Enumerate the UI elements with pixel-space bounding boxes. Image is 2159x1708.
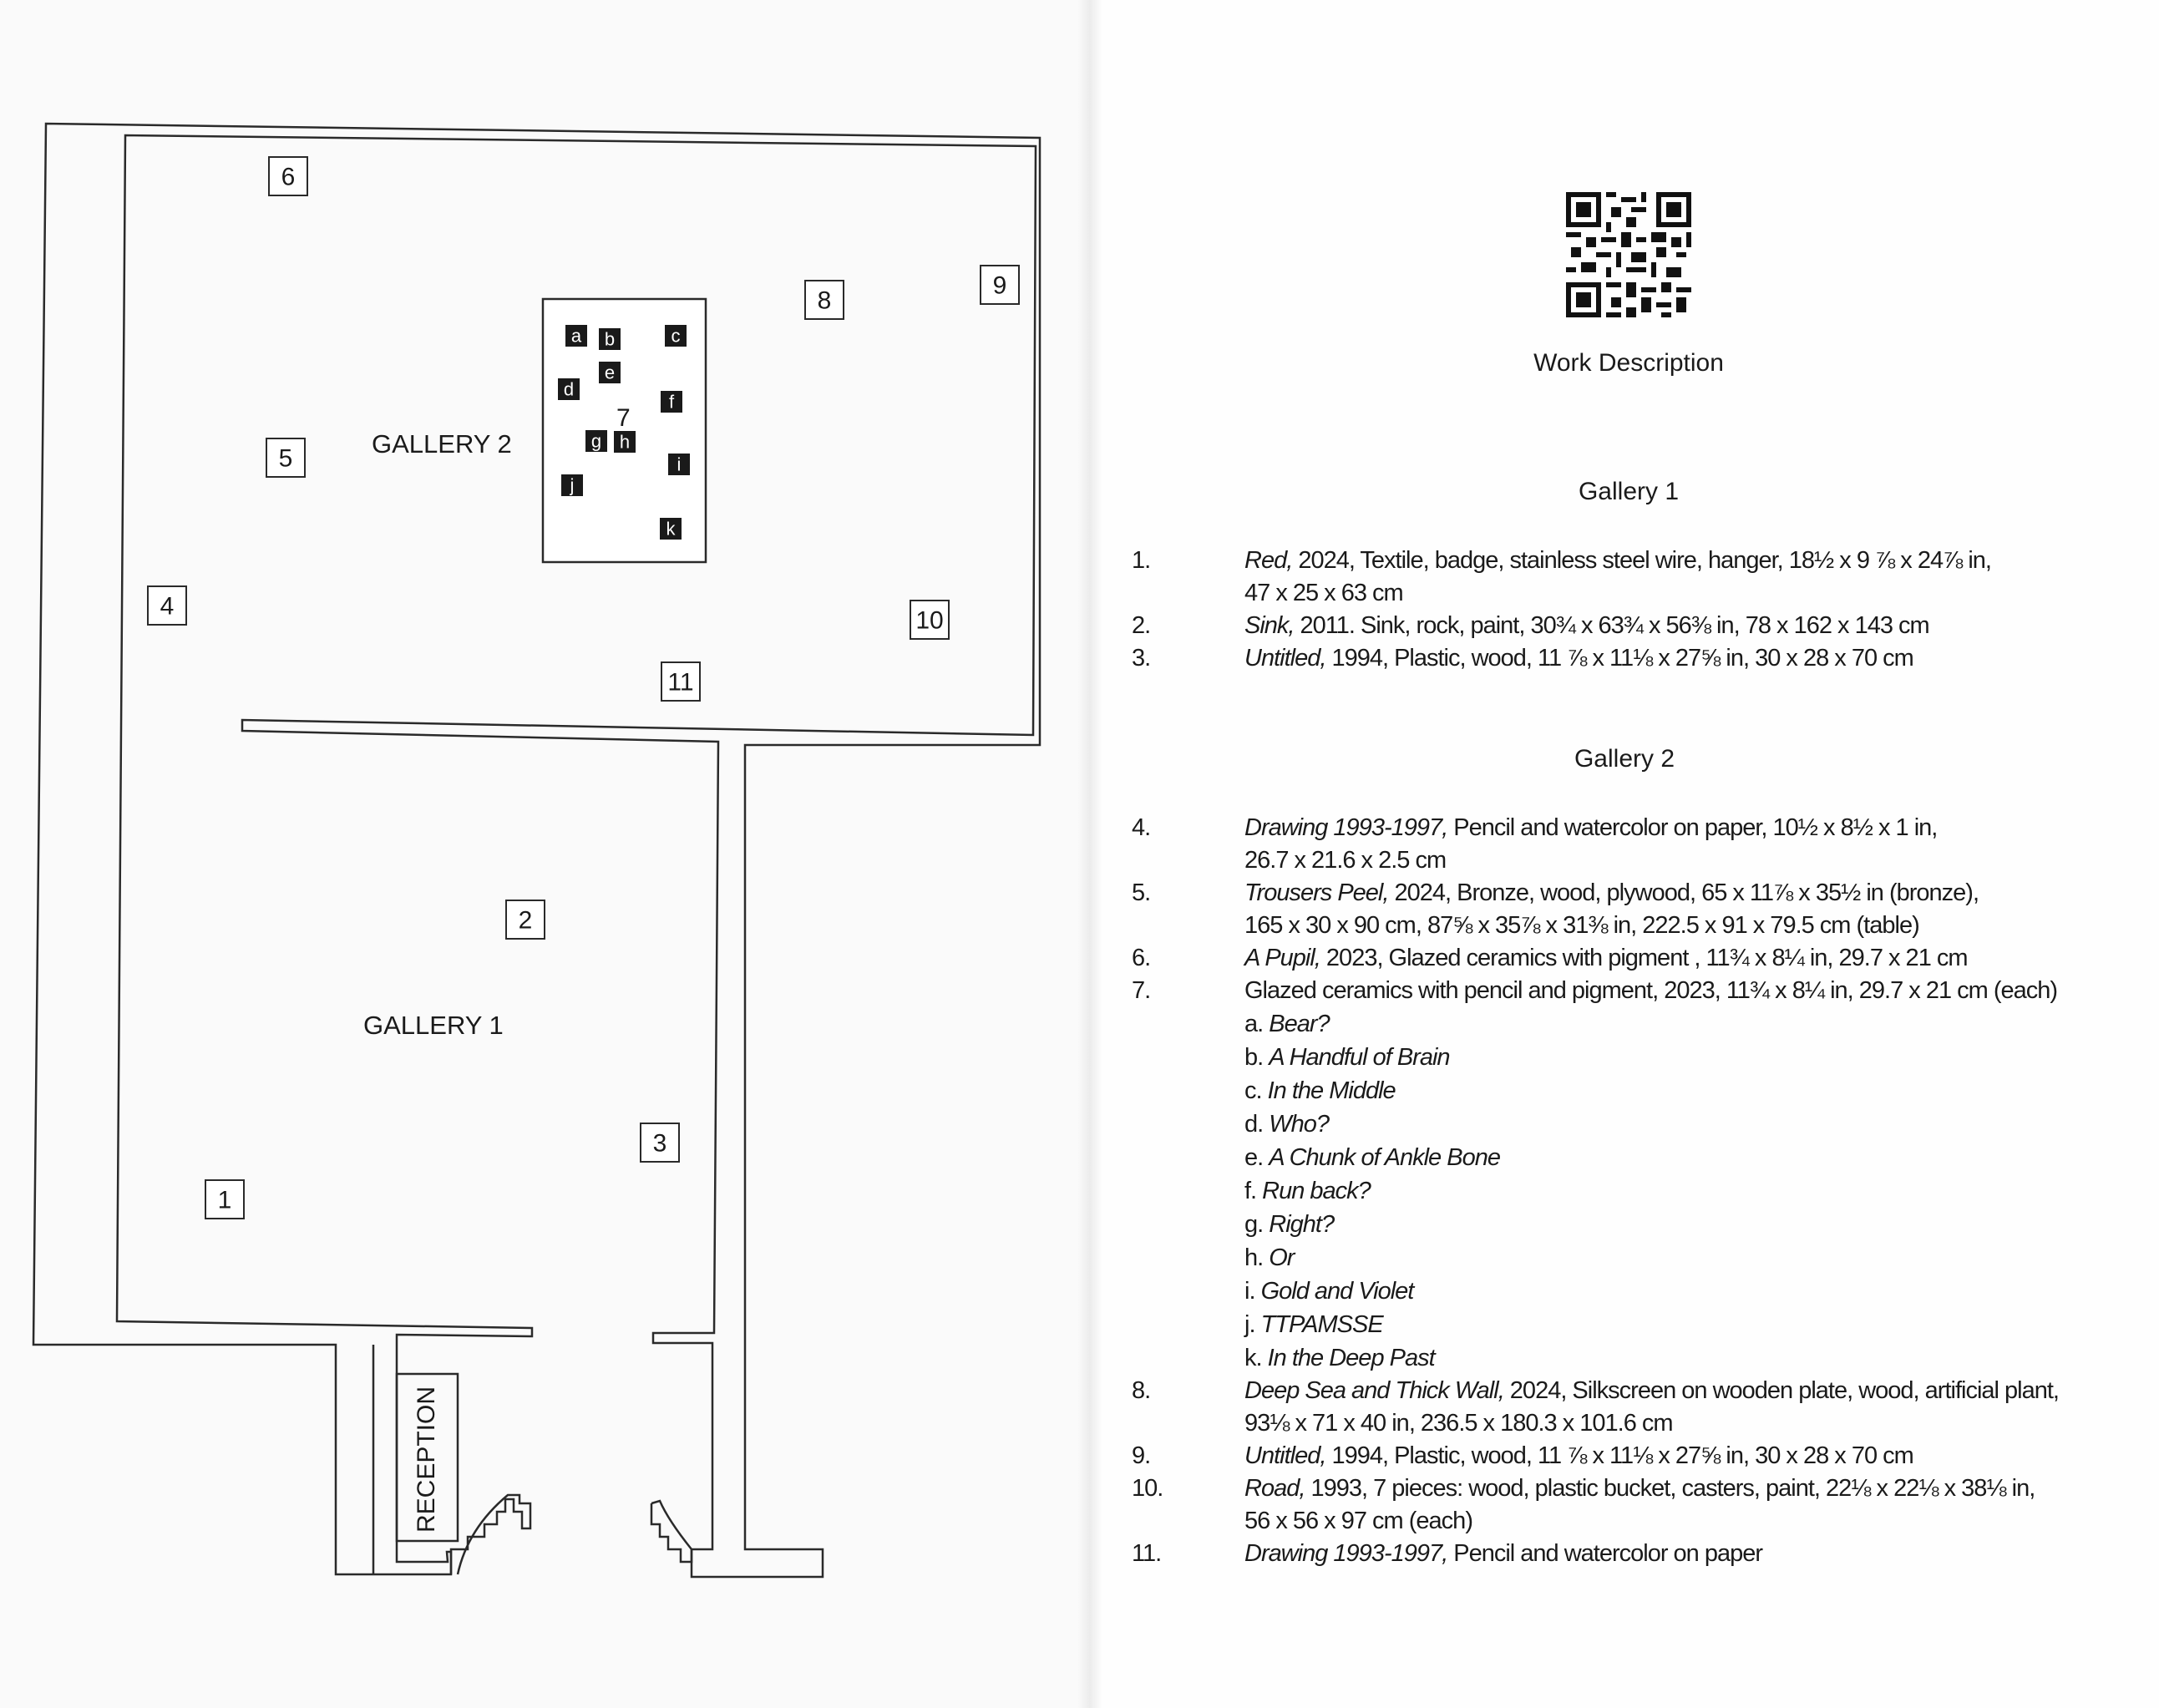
svg-text:9: 9 bbox=[993, 272, 1007, 300]
gallery2-list: 4. Drawing 1993-1997, Pencil and waterco… bbox=[1132, 812, 2151, 1570]
list-item: 4. Drawing 1993-1997, Pencil and waterco… bbox=[1132, 814, 1938, 874]
svg-text:j: j bbox=[570, 475, 575, 496]
sub-item-b: b. A Handful of Brain bbox=[1244, 1044, 1451, 1071]
svg-text:6: 6 bbox=[281, 164, 296, 191]
sub-item-a: a. Bear? bbox=[1244, 1011, 1330, 1037]
reception-label: RECEPTION bbox=[413, 1386, 440, 1533]
svg-text:h: h bbox=[620, 432, 630, 453]
gallery2-heading: Gallery 2 bbox=[1574, 745, 1675, 773]
marker-10[interactable]: 10 bbox=[910, 600, 950, 640]
sub-item-c: c. In the Middle bbox=[1244, 1077, 1396, 1104]
gallery2-label: GALLERY 2 bbox=[372, 429, 512, 459]
marker-9[interactable]: 9 bbox=[980, 265, 1020, 305]
right-door-arc bbox=[650, 1499, 693, 1564]
sub-marker-f[interactable]: f bbox=[661, 391, 682, 413]
sub-marker-i[interactable]: i bbox=[668, 454, 690, 475]
sub-marker-k[interactable]: k bbox=[660, 518, 682, 540]
list-item: 7. Glazed ceramics with pencil and pigme… bbox=[1132, 977, 2058, 1004]
svg-text:f: f bbox=[669, 392, 675, 413]
sub-item-g: g. Right? bbox=[1244, 1211, 1335, 1238]
work-description-page bbox=[1090, 0, 2159, 1708]
outer-wall bbox=[32, 122, 1041, 1579]
svg-text:c: c bbox=[672, 326, 681, 347]
sub-item-d: d. Who? bbox=[1244, 1111, 1330, 1138]
svg-text:b: b bbox=[605, 329, 615, 350]
sub-marker-h[interactable]: h bbox=[614, 431, 636, 453]
sub-marker-c[interactable]: c bbox=[665, 325, 687, 347]
marker-5[interactable]: 5 bbox=[266, 438, 306, 478]
left-door-arc bbox=[449, 1493, 532, 1575]
svg-text:10: 10 bbox=[915, 607, 943, 635]
gallery1-label: GALLERY 1 bbox=[363, 1011, 504, 1040]
plinth-number-7: 7 bbox=[616, 404, 631, 432]
list-item: 3. Untitled, 1994, Plastic, wood, 11 ⅞ x… bbox=[1132, 645, 1914, 672]
marker-1[interactable]: 1 bbox=[205, 1179, 245, 1219]
sub-item-i: i. Gold and Violet bbox=[1244, 1278, 1414, 1305]
svg-text:11: 11 bbox=[667, 669, 693, 697]
list-item: 9. Untitled, 1994, Plastic, wood, 11 ⅞ x… bbox=[1132, 1442, 1914, 1469]
list-item: 10. Road, 1993, 7 pieces: wood, plastic … bbox=[1132, 1475, 2035, 1534]
list-item: 11. Drawing 1993-1997, Pencil and waterc… bbox=[1132, 1540, 1763, 1567]
svg-text:3: 3 bbox=[653, 1130, 667, 1158]
marker-11[interactable]: 11 bbox=[661, 661, 701, 702]
svg-text:i: i bbox=[677, 454, 682, 475]
gallery1-heading: Gallery 1 bbox=[1578, 478, 1680, 505]
list-item: 6. A Pupil, 2023, Glazed ceramics with p… bbox=[1132, 945, 1969, 971]
marker-6[interactable]: 6 bbox=[268, 156, 308, 196]
svg-text:4: 4 bbox=[160, 593, 175, 621]
sub-item-h: h. Or bbox=[1244, 1244, 1295, 1271]
marker-3[interactable]: 3 bbox=[640, 1123, 680, 1163]
marker-4[interactable]: 4 bbox=[147, 585, 187, 626]
qr-code-icon[interactable] bbox=[1566, 192, 1691, 317]
list-item: 8. Deep Sea and Thick Wall, 2024, Silksc… bbox=[1132, 1377, 2060, 1437]
work-description-title: Work Description bbox=[1533, 349, 1724, 377]
sub-marker-d[interactable]: d bbox=[558, 378, 580, 400]
marker-2[interactable]: 2 bbox=[505, 900, 545, 940]
sub-marker-g[interactable]: g bbox=[585, 430, 607, 452]
sub-marker-j[interactable]: j bbox=[561, 474, 583, 496]
sub-item-j: j. TTPAMSSE bbox=[1244, 1311, 1384, 1338]
list-item: 5. Trousers Peel, 2024, Bronze, wood, pl… bbox=[1132, 879, 1979, 939]
sub-item-e: e. A Chunk of Ankle Bone bbox=[1244, 1144, 1501, 1171]
floor-plan: GALLERY 2 GALLERY 1 RECEPTION 7 6 5 4 8 … bbox=[32, 122, 1041, 1579]
gallery1-list: 1. Red, 2024, Textile, badge, stainless … bbox=[1132, 545, 2151, 675]
svg-text:8: 8 bbox=[818, 287, 832, 315]
sub-marker-b[interactable]: b bbox=[599, 328, 621, 350]
book-gutter bbox=[1077, 0, 1102, 1708]
svg-text:g: g bbox=[591, 431, 601, 452]
sub-marker-a[interactable]: a bbox=[565, 325, 587, 347]
svg-text:1: 1 bbox=[218, 1187, 232, 1214]
sub-item-k: k. In the Deep Past bbox=[1244, 1345, 1436, 1371]
marker-8[interactable]: 8 bbox=[804, 280, 844, 320]
list-item: 2. Sink, 2011. Sink, rock, paint, 30¾ x … bbox=[1132, 612, 1930, 639]
svg-text:a: a bbox=[571, 326, 582, 347]
svg-text:5: 5 bbox=[279, 445, 293, 473]
svg-text:2: 2 bbox=[519, 907, 533, 935]
svg-text:k: k bbox=[666, 519, 677, 540]
sub-item-f: f. Run back? bbox=[1244, 1178, 1371, 1204]
svg-text:d: d bbox=[564, 379, 574, 400]
floor-plan-page bbox=[0, 0, 1090, 1708]
sub-marker-e[interactable]: e bbox=[599, 362, 621, 383]
list-item: 1. Red, 2024, Textile, badge, stainless … bbox=[1132, 547, 1992, 606]
reception-desk bbox=[395, 1372, 459, 1543]
svg-text:e: e bbox=[605, 362, 615, 383]
